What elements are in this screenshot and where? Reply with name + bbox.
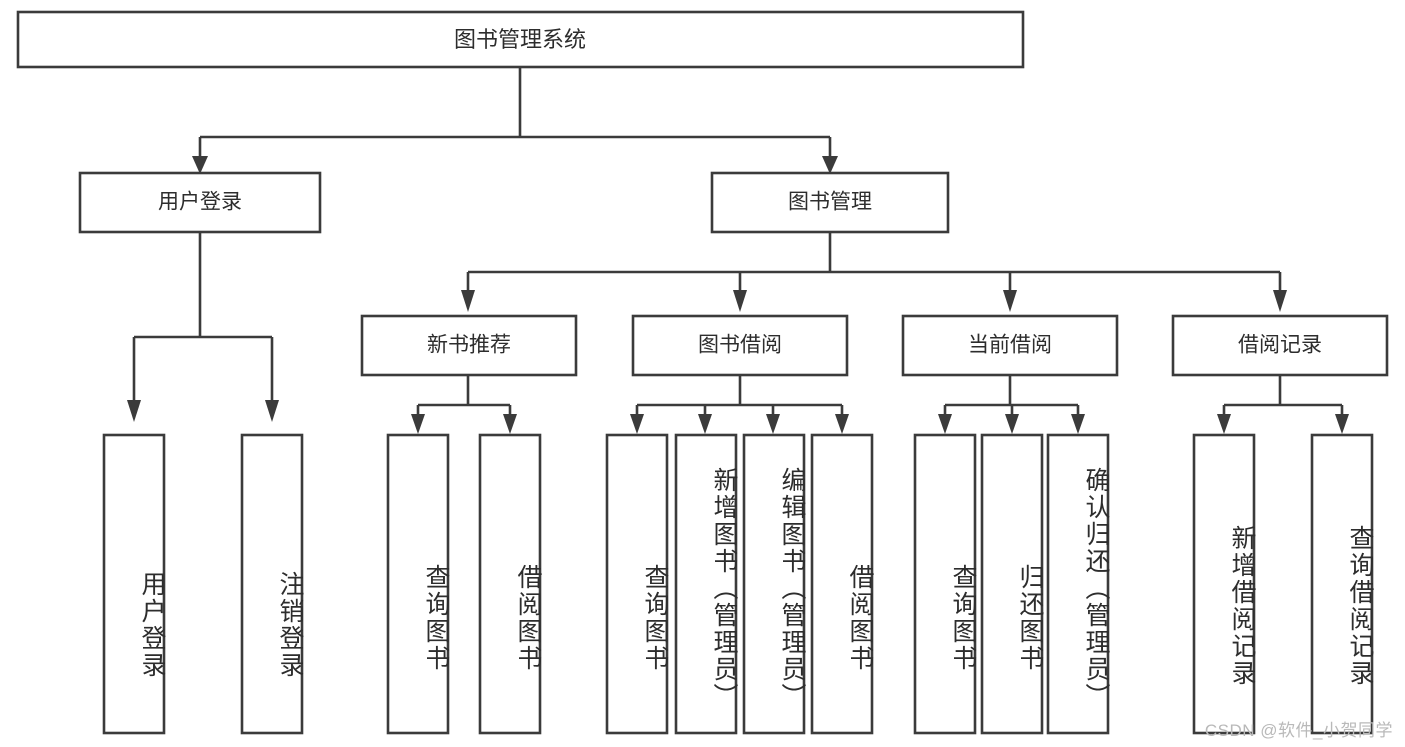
arrow-head-icon	[766, 414, 780, 434]
node-borrow-record[interactable]: 借阅记录	[1171, 314, 1389, 377]
leaf-box-confirm-return-admin[interactable]	[1046, 433, 1110, 735]
arrow-head-icon	[1335, 414, 1349, 434]
node-current-borrow[interactable]: 当前借阅	[901, 314, 1119, 377]
leaf-box-add-borrow-record[interactable]	[1192, 433, 1256, 735]
node-book-borrow-box[interactable]	[631, 314, 849, 377]
node-book-management-label: 图书管理	[788, 191, 872, 214]
leaf-box-add-book-admin[interactable]	[674, 433, 738, 735]
arrow-head-icon	[503, 414, 517, 434]
connector-group-current-borrow	[938, 375, 1085, 434]
leaf-box-query-book-1[interactable]	[386, 433, 450, 735]
node-new-book-recommend-label: 新书推荐	[427, 334, 511, 357]
node-root-label: 图书管理系统	[454, 27, 586, 52]
arrow-head-icon	[127, 400, 141, 422]
arrow-head-icon	[1273, 290, 1287, 312]
connector-group-user-login	[127, 232, 279, 422]
node-root[interactable]: 图书管理系统	[16, 10, 1025, 69]
node-new-book-recommend-box[interactable]	[360, 314, 578, 377]
node-current-borrow-label: 当前借阅	[968, 334, 1052, 357]
node-new-book-recommend[interactable]: 新书推荐	[360, 314, 578, 377]
node-user-login-label: 用户登录	[158, 191, 242, 214]
node-current-borrow-box[interactable]	[901, 314, 1119, 377]
leaf-box-logout-login[interactable]	[240, 433, 304, 735]
connector-group-root	[192, 67, 838, 174]
arrow-head-icon	[1005, 414, 1019, 434]
node-book-borrow-label: 图书借阅	[698, 334, 782, 357]
arrow-head-icon	[1071, 414, 1085, 434]
arrow-head-icon	[1003, 290, 1017, 312]
node-root-box[interactable]	[16, 10, 1025, 69]
leaf-box-return-book[interactable]	[980, 433, 1044, 735]
leaf-box-query-borrow-record[interactable]	[1310, 433, 1374, 735]
connector-group-new-book-recommend	[411, 375, 517, 434]
leaf-box-query-book-2[interactable]	[605, 433, 669, 735]
arrow-head-icon	[822, 156, 838, 174]
arrow-head-icon	[192, 156, 208, 174]
leaf-box-borrow-book-1[interactable]	[478, 433, 542, 735]
node-borrow-record-label: 借阅记录	[1238, 334, 1322, 357]
leaf-box-user-login[interactable]	[102, 433, 166, 735]
node-user-login[interactable]: 用户登录	[78, 171, 322, 234]
arrow-head-icon	[630, 414, 644, 434]
connector-group-book-management	[461, 232, 1287, 312]
leaf-box-query-book-3[interactable]	[913, 433, 977, 735]
node-user-login-box[interactable]	[78, 171, 322, 234]
watermark-label: CSDN @软件_小贺同学	[1204, 721, 1393, 740]
leaf-box-edit-book-admin[interactable]	[742, 433, 806, 735]
leaf-box-borrow-book-2[interactable]	[810, 433, 874, 735]
connector-group-book-borrow	[630, 375, 849, 434]
arrow-head-icon	[835, 414, 849, 434]
arrow-head-icon	[411, 414, 425, 434]
connector-group-borrow-record	[1217, 375, 1349, 434]
arrow-head-icon	[733, 290, 747, 312]
arrow-head-icon	[938, 414, 952, 434]
node-book-management[interactable]: 图书管理	[710, 171, 950, 234]
arrow-head-icon	[1217, 414, 1231, 434]
arrow-head-icon	[461, 290, 475, 312]
arrow-head-icon	[698, 414, 712, 434]
node-book-borrow[interactable]: 图书借阅	[631, 314, 849, 377]
node-book-management-box[interactable]	[710, 171, 950, 234]
node-borrow-record-box[interactable]	[1171, 314, 1389, 377]
arrow-head-icon	[265, 400, 279, 422]
